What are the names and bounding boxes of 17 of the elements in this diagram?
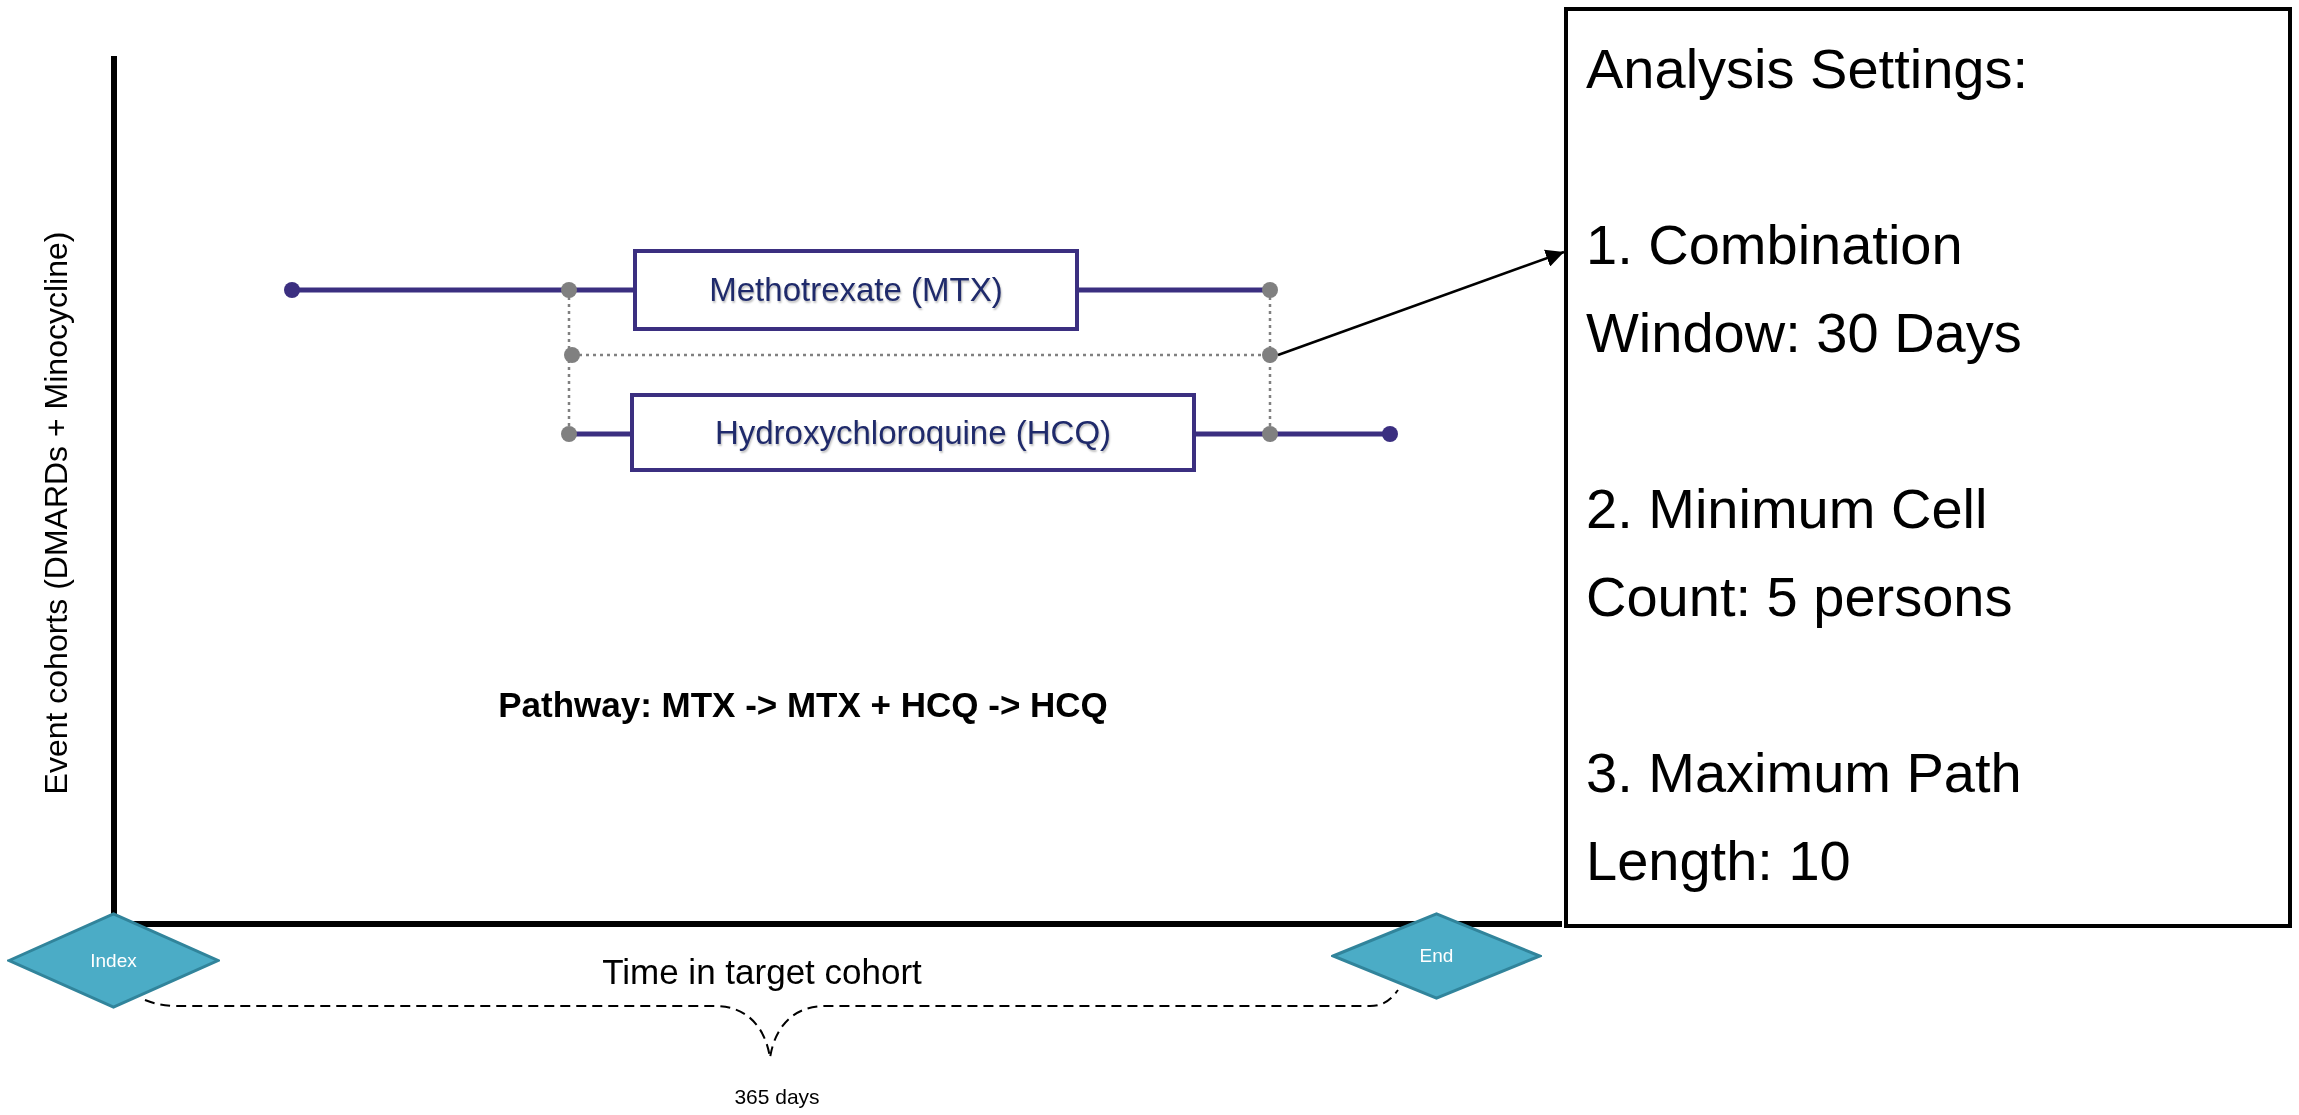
diamond-label: End bbox=[1419, 945, 1454, 967]
drug-box bbox=[633, 249, 1079, 331]
settings-text: 2. Minimum Cell Count: 5 persons bbox=[1586, 476, 2014, 630]
pathway-text: Pathway: MTX -> MTX + HCQ -> HCQ bbox=[498, 685, 1108, 725]
settings-text: Analysis Settings: bbox=[1586, 36, 2029, 102]
settings-panel bbox=[1564, 7, 2292, 928]
axis-title: Event cohorts (DMARDs + Minocycline) bbox=[37, 231, 75, 795]
settings-text: 1. Combination Window: 30 Days bbox=[1586, 212, 2023, 366]
drug-label: Hydroxychloroquine (HCQ) bbox=[714, 413, 1112, 452]
axis-title: Time in target cohort bbox=[602, 952, 922, 992]
diamond-label: Index bbox=[90, 949, 137, 972]
drug-label: Methotrexate (MTX) bbox=[709, 271, 1003, 309]
drug-box bbox=[630, 393, 1196, 472]
junction-dot bbox=[1262, 347, 1278, 363]
settings-text: 3. Maximum Path Length: 10 bbox=[1586, 740, 2023, 894]
duration-text: 365 days bbox=[734, 1085, 820, 1109]
arrow bbox=[1277, 249, 1565, 357]
